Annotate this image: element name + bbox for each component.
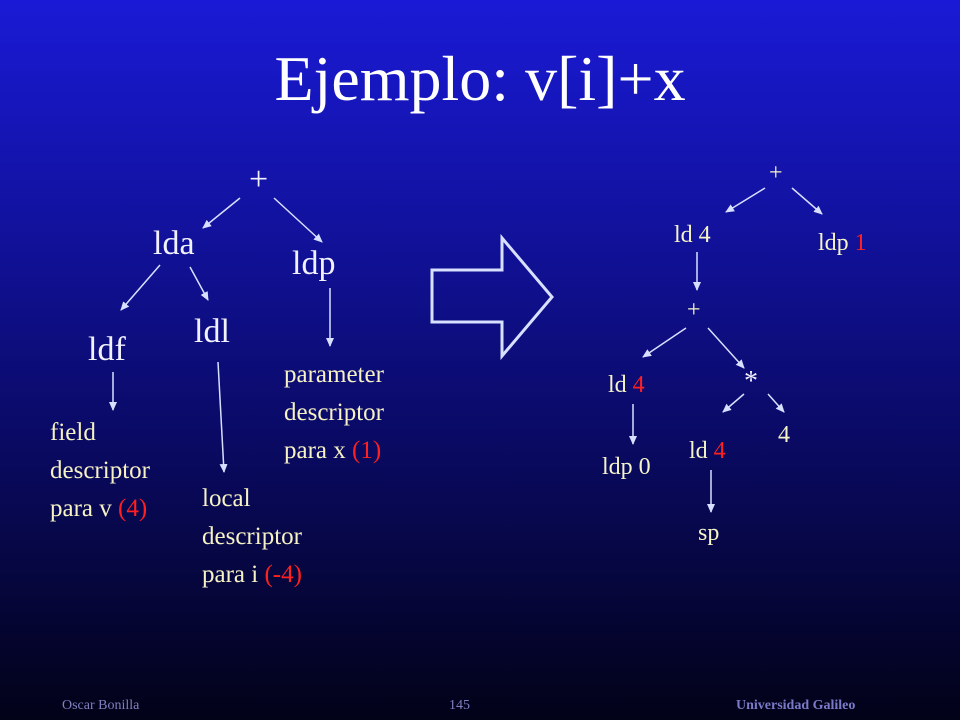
ldp1-value: 1 (854, 230, 867, 256)
edge-rplus-ldp1 (791, 187, 823, 215)
edge-ldl-local (217, 361, 228, 473)
field-descriptor-text: field descriptor para v (4) (50, 414, 150, 528)
transform-arrow (430, 233, 554, 361)
param-line-1: parameter (284, 361, 384, 388)
node-plus2: + (687, 297, 701, 323)
local-offset: (-4) (264, 561, 302, 588)
ldp1-label: ldp (818, 230, 855, 256)
param-line-3: para x (1) (284, 432, 384, 470)
field-offset: (4) (118, 495, 148, 522)
param-line-3-text: para x (284, 437, 353, 464)
ld4-mid-label: ld (689, 438, 714, 464)
node-sp: sp (698, 520, 720, 546)
local-line-2: descriptor (202, 523, 302, 550)
ld4-left-label: ld (608, 372, 633, 398)
edge-lda-ldf (120, 264, 161, 311)
node-ldf: ldf (88, 331, 126, 368)
node-ld4-top: ld 4 (674, 222, 711, 248)
field-line-1: field (50, 419, 96, 446)
right-root-plus: + (769, 160, 783, 186)
param-offset: (1) (352, 437, 382, 464)
field-line-2: descriptor (50, 457, 150, 484)
local-line-3: para i (-4) (202, 556, 302, 594)
local-line-3-text: para i (202, 561, 265, 588)
ld4-left-value: 4 (632, 372, 645, 398)
field-line-3-text: para v (50, 495, 119, 522)
field-line-3: para v (4) (50, 490, 150, 528)
node-ldp1: ldp 1 (818, 230, 867, 257)
edge-plus2-ld4left (642, 327, 687, 358)
node-ld4-mid: ld 4 (689, 438, 726, 465)
node-ld4-left: ld 4 (608, 372, 645, 399)
edge-star-ld4mid (722, 393, 745, 413)
slide-title: Ejemplo: v[i]+x (274, 43, 686, 114)
edge-plus2-star (707, 327, 745, 369)
node-ldl: ldl (194, 313, 230, 350)
edge-plus-lda (202, 197, 241, 229)
ld4-mid-value: 4 (713, 438, 726, 464)
edge-rplus-ld4 (725, 187, 766, 213)
footer-page-number: 145 (449, 698, 470, 713)
footer-author: Oscar Bonilla (62, 698, 140, 713)
local-descriptor-text: local descriptor para i (-4) (202, 480, 302, 594)
param-line-2: descriptor (284, 399, 384, 426)
local-line-1: local (202, 485, 251, 512)
node-ldp0: ldp 0 (602, 454, 651, 480)
edge-plus-ldp (273, 197, 323, 243)
footer-institution: Universidad Galileo (736, 698, 856, 713)
param-descriptor-text: parameter descriptor para x (1) (284, 356, 384, 470)
left-root-plus: + (249, 161, 269, 198)
node-star: * (744, 366, 758, 397)
node-lda: lda (153, 225, 195, 262)
node-ldp: ldp (292, 245, 336, 282)
edge-lda-ldl (189, 266, 209, 301)
edge-star-four (767, 393, 785, 413)
node-four: 4 (778, 422, 790, 448)
